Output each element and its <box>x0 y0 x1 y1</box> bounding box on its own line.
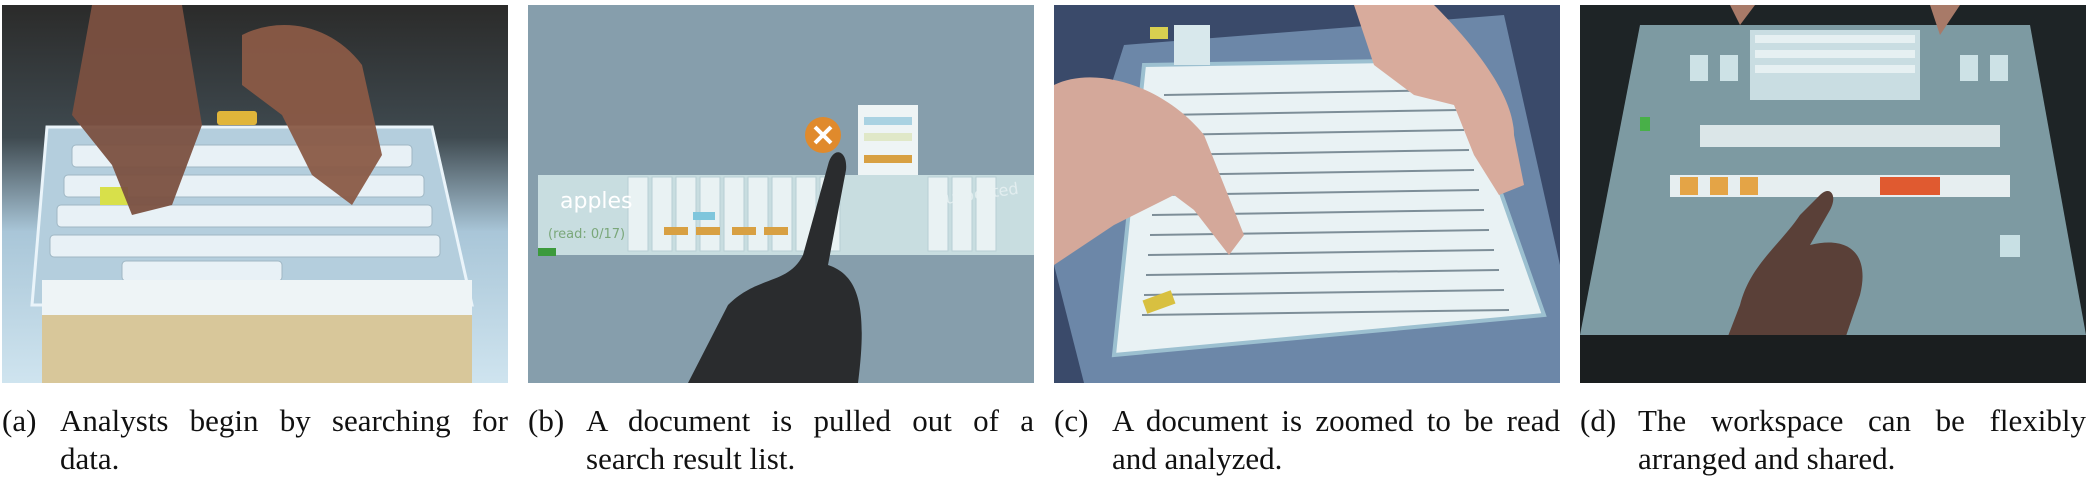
caption-c: (c) A document is zoomed to be read and … <box>1054 402 1560 478</box>
caption-label: (d) <box>1580 403 1617 438</box>
caption-b: (b) A document is pulled out of a search… <box>528 402 1034 478</box>
read-count-label: (read: 0/17) <box>548 227 625 242</box>
caption-text: The workspace can be flexibly arranged a… <box>1638 403 2086 476</box>
caption-text: A document is pulled out of a search res… <box>586 403 1034 476</box>
caption-label: (b) <box>528 403 565 438</box>
caption-label: (a) <box>2 403 37 438</box>
caption-d: (d) The workspace can be flexibly arrang… <box>1580 402 2086 478</box>
caption-label: (c) <box>1054 403 1089 438</box>
photo-panel-d <box>1580 5 2086 383</box>
caption-text: Analysts begin by searching for data. <box>60 403 508 476</box>
keyboard-photo <box>2 5 508 383</box>
photo-panel-c <box>1054 5 1560 383</box>
caption-text: A document is zoomed to be read and anal… <box>1112 403 1560 476</box>
caption-a: (a) Analysts begin by searching for data… <box>2 402 508 478</box>
search-term-label: apples <box>560 189 633 214</box>
shared-workspace-photo <box>1580 5 2086 383</box>
zoomed-document-photo <box>1054 5 1560 383</box>
photo-panel-a <box>2 5 508 383</box>
photo-panel-b: apples (read: 0/17) suspected <box>528 5 1034 383</box>
search-result-photo: apples (read: 0/17) suspected <box>528 5 1034 383</box>
